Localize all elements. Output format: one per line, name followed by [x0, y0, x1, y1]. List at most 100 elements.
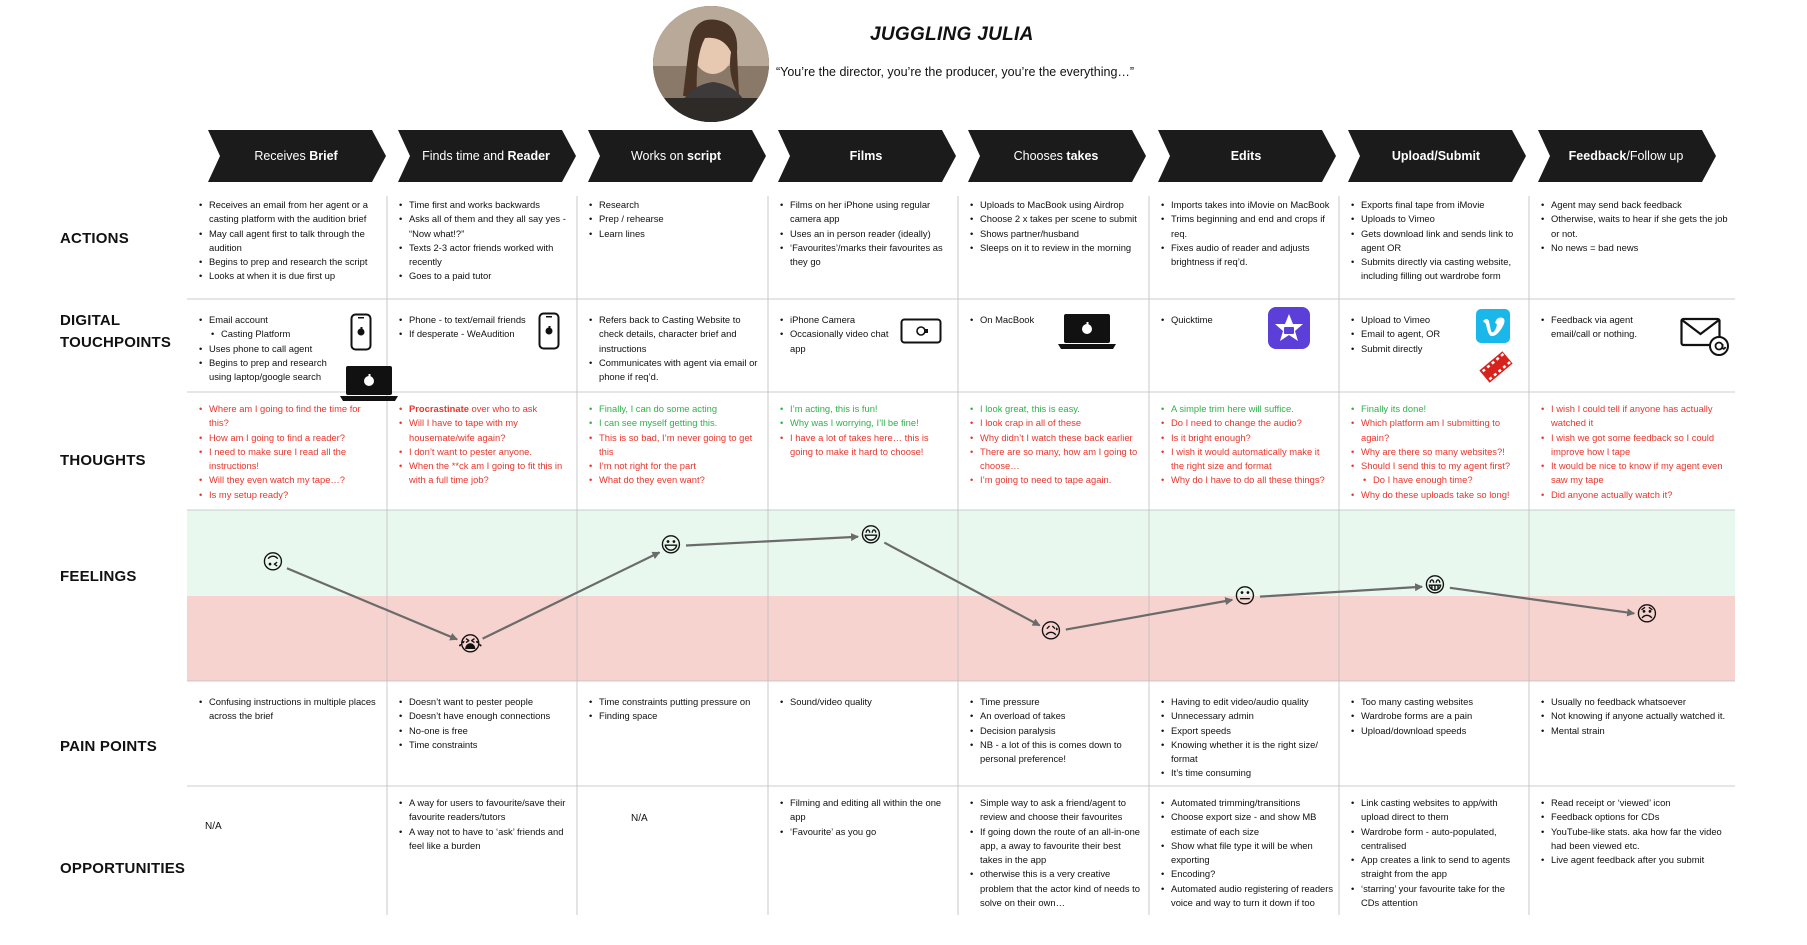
vimeo-icon: [1476, 309, 1510, 348]
list-item: Email account: [199, 313, 339, 328]
opportunities-cell-5: Simple way to ask a friend/agent to revi…: [970, 796, 1145, 913]
row-label-touchpoints: DIGITAL TOUCHPOINTS: [60, 310, 171, 354]
list-item: Trims beginning and end and crops if req…: [1161, 212, 1335, 241]
thoughts-cell-3: Finally, I can do some actingI can see m…: [589, 402, 764, 508]
list-item: Email to agent, OR: [1351, 327, 1473, 342]
persona-avatar: [653, 6, 769, 122]
stage-arrows: [208, 130, 1716, 182]
list-item: I can see myself getting this.: [589, 416, 764, 431]
list-item: Why are there so many websites?!: [1351, 445, 1525, 460]
list-item: ‘Favourite’ as you go: [780, 825, 954, 840]
feeling-emoji: 😥: [1040, 620, 1062, 643]
grid-lines: [187, 196, 1735, 915]
list-item: Texts 2-3 actor friends worked with rece…: [399, 241, 573, 270]
list-item: Goes to a paid tutor: [399, 269, 573, 284]
list-item: I have a lot of takes here… this is goin…: [780, 431, 954, 460]
opportunities-cell-2: A way for users to favourite/save their …: [399, 796, 573, 913]
row-label-opportunities: OPPORTUNITIES: [60, 860, 186, 877]
thoughts-cell-2: Procrastinate over who to askWill I have…: [399, 402, 573, 508]
list-item: Gets download link and sends link to age…: [1351, 227, 1525, 256]
list-item: No-one is free: [399, 724, 573, 739]
list-item: Begins to prep and research using laptop…: [199, 356, 339, 385]
pain-points-cell-4: Sound/video quality: [780, 695, 954, 784]
touchpoints-cell-3: Refers back to Casting Website to check …: [589, 313, 764, 390]
list-item: ‘starring’ your favourite take for the C…: [1351, 882, 1525, 911]
bullet-list: Procrastinate over who to askWill I have…: [399, 402, 573, 488]
list-item: There are so many, how am I going to cho…: [970, 445, 1145, 474]
stage-label-6: Edits: [1230, 149, 1262, 163]
list-item: Sound/video quality: [780, 695, 954, 710]
thoughts-cell-7: Finally its done!Which platform am I sub…: [1351, 402, 1525, 508]
list-item: Uses an in person reader (ideally): [780, 227, 954, 242]
laptop-icon: [1058, 312, 1116, 355]
list-item: Why didn’t I watch these back earlier: [970, 431, 1145, 446]
list-item: A way not to have to ‘ask’ friends and f…: [399, 825, 573, 854]
feelings-segment: [286, 567, 459, 641]
list-item: ‘Favourites’/marks their favourites as t…: [780, 241, 954, 270]
list-item: Prep / rehearse: [589, 212, 764, 227]
list-item: Did anyone actually watch it?: [1541, 488, 1731, 503]
list-item: Why was I worrying, I’ll be fine!: [780, 416, 954, 431]
list-item: Confusing instructions in multiple place…: [199, 695, 383, 724]
bullet-list: Agent may send back feedbackOtherwise, w…: [1541, 198, 1731, 255]
list-item: Feedback options for CDs: [1541, 810, 1731, 825]
pain-points-cell-6: Having to edit video/audio qualityUnnece…: [1161, 695, 1335, 784]
positive-band: [187, 510, 1735, 596]
list-item: Do I need to change the audio?: [1161, 416, 1335, 431]
stage-label-2: Finds time and Reader: [422, 149, 550, 163]
feeling-emoji: 😞: [1636, 603, 1658, 627]
laptop-icon: [340, 364, 398, 407]
list-item: Mental strain: [1541, 724, 1731, 739]
film-strip-icon: [1478, 349, 1514, 390]
list-item: Sleeps on it to review in the morning: [970, 241, 1145, 256]
list-item: I’m not right for the part: [589, 459, 764, 474]
bullet-list: I’m acting, this is fun!Why was I worryi…: [780, 402, 954, 459]
opportunities-cell-4: Filming and editing all within the one a…: [780, 796, 954, 913]
list-item: otherwise this is a very creative proble…: [970, 867, 1145, 910]
list-item: I’m going to need to tape again.: [970, 473, 1145, 488]
actions-cell-2: Time first and works backwardsAsks all o…: [399, 198, 573, 297]
bullet-list: Uploads to MacBook using AirdropChoose 2…: [970, 198, 1145, 255]
list-item: Fixes audio of reader and adjusts bright…: [1161, 241, 1335, 270]
list-item: Doesn’t have enough connections: [399, 709, 573, 724]
pain-points-cell-1: Confusing instructions in multiple place…: [199, 695, 383, 784]
list-item: Unnecessary admin: [1161, 709, 1335, 724]
stage-chevron: [1538, 130, 1716, 182]
feeling-emoji: 😄: [860, 524, 882, 547]
bullet-list: Automated trimming/transitionsChoose exp…: [1161, 796, 1335, 913]
list-item: Begins to prep and research the script: [199, 255, 383, 270]
bullet-list: On MacBook: [970, 313, 1069, 328]
stage-chevron: [968, 130, 1146, 182]
bullet-list: Usually no feedback whatsoeverNot knowin…: [1541, 695, 1731, 738]
list-item: Procrastinate over who to ask: [399, 402, 573, 417]
email-icon: [1680, 316, 1730, 361]
list-item: Wardrobe form - auto-populated, centrali…: [1351, 825, 1525, 854]
bullet-list: ResearchPrep / rehearseLearn lines: [589, 198, 764, 241]
stage-chevron: [588, 130, 766, 182]
stage-label-1: Receives Brief: [254, 149, 338, 163]
list-item: What do they even want?: [589, 473, 764, 488]
stage-chevron: [398, 130, 576, 182]
bullet-list: Confusing instructions in multiple place…: [199, 695, 383, 724]
list-item: Is it bright enough?: [1161, 431, 1335, 446]
bullet-list: A simple trim here will suffice.Do I nee…: [1161, 402, 1335, 488]
bullet-list: Time pressureAn overload of takesDecisio…: [970, 695, 1145, 766]
list-item: iPhone Camera: [780, 313, 898, 328]
stage-label-3: Works on script: [630, 149, 722, 163]
bullet-list: Sound/video quality: [780, 695, 954, 710]
row-label-actions: ACTIONS: [60, 230, 129, 247]
list-item: I look crap in all of these: [970, 416, 1145, 431]
list-item: Time first and works backwards: [399, 198, 573, 213]
list-item: Submits directly via casting website, in…: [1351, 255, 1525, 284]
list-item: If going down the route of an all-in-one…: [970, 825, 1145, 868]
list-item: Exports final tape from iMovie: [1351, 198, 1525, 213]
bullet-list: Imports takes into iMovie on MacBookTrim…: [1161, 198, 1335, 269]
stage-chevron: [208, 130, 386, 182]
bullet-list: I wish I could tell if anyone has actual…: [1541, 402, 1731, 502]
list-item: Which platform am I submitting to again?: [1351, 416, 1525, 445]
feelings-line: [286, 533, 1636, 641]
thoughts-cell-5: I look great, this is easy.I look crap i…: [970, 402, 1145, 508]
stage-label-4: Films: [849, 149, 883, 163]
list-item: Export speeds: [1161, 724, 1335, 739]
